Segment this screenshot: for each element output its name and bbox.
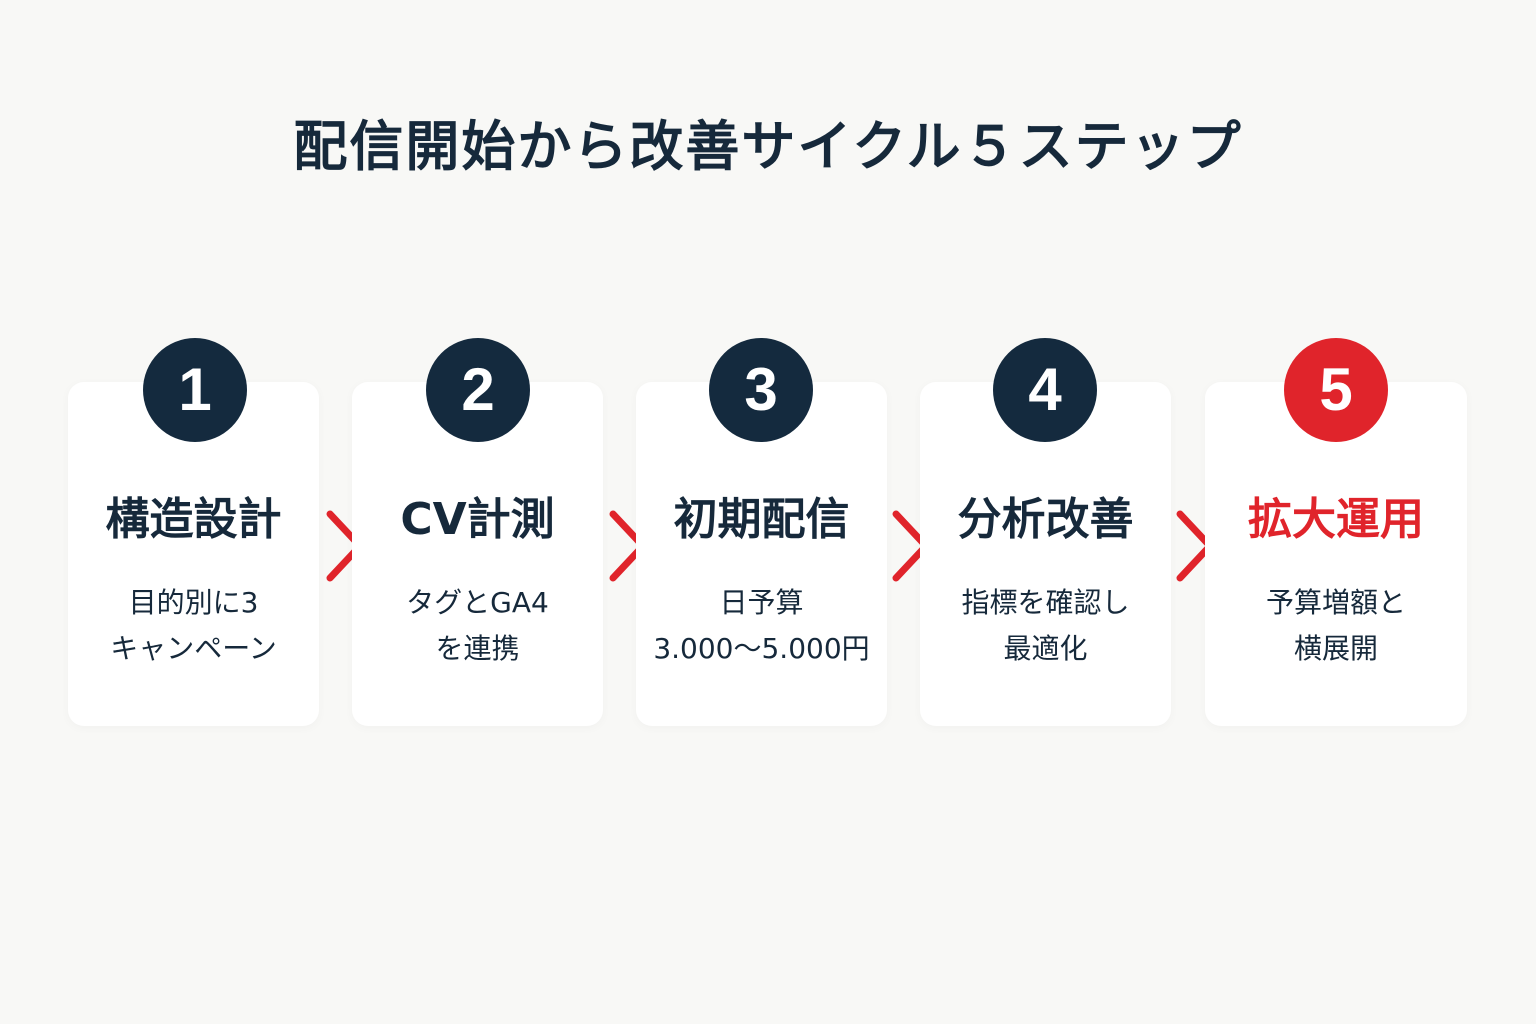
step-title-2: CV計測 [400, 494, 555, 545]
step-description-1: 目的別に3 キャンペーン [110, 586, 277, 665]
step-description-5: 予算増額と 横展開 [1265, 586, 1406, 665]
step-card-2: CV計測 タグとGA4 を連携 [352, 382, 603, 726]
step-number-badge-3: 3 [709, 338, 813, 442]
step-description-2: タグとGA4 を連携 [406, 586, 549, 665]
step-description-4: 指標を確認し 最適化 [961, 586, 1130, 665]
page-title: 配信開始から改善サイクル５ステップ [293, 115, 1243, 178]
step-title-4: 分析改善 [957, 494, 1134, 545]
step-title-1: 構造設計 [105, 494, 282, 545]
step-title-5: 拡大運用 [1248, 494, 1424, 545]
step-title-3: 初期配信 [673, 494, 850, 545]
step-number-badge-4: 4 [993, 338, 1097, 442]
step-number-badge-5: 5 [1284, 338, 1388, 442]
step-number-badge-1: 1 [143, 338, 247, 442]
step-description-3: 日予算 3.000〜5.000円 [653, 586, 870, 665]
step-number-badge-2: 2 [426, 338, 530, 442]
